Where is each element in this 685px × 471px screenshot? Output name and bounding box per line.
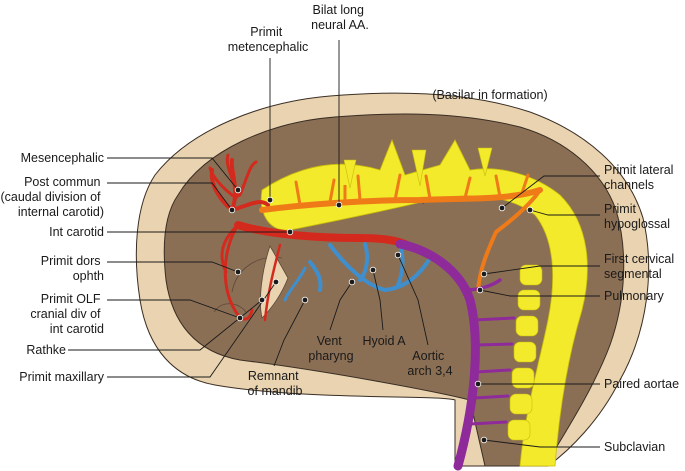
maxillary-artery bbox=[263, 243, 282, 322]
label-post-commun: Post commun (caudal division of internal… bbox=[0, 175, 104, 219]
lateral-channel-branches bbox=[294, 173, 530, 207]
vent-pharyng-artery bbox=[283, 266, 307, 302]
label-pulmonary: Pulmonary bbox=[604, 289, 664, 303]
segmental-arteries bbox=[468, 316, 516, 426]
label-hyoid-a: Hyoid A bbox=[362, 334, 406, 348]
label-basilar: (Basilar in formation) bbox=[432, 88, 547, 102]
label-first-cervical: First cervical segmental bbox=[604, 252, 678, 281]
label-int-carotid: Int carotid bbox=[49, 225, 104, 239]
label-mesencephalic: Mesencephalic bbox=[21, 151, 104, 165]
spinal-segments bbox=[507, 264, 543, 441]
hypoglossal-artery bbox=[476, 188, 542, 292]
label-primit-hypoglossal: Primit hypoglossal bbox=[604, 202, 670, 231]
label-aortic-arch: Aortic arch 3,4 bbox=[407, 349, 452, 378]
label-primit-lateral-channels: Primit lateral channels bbox=[604, 163, 677, 192]
label-primit-dors-ophth: Primit dors ophth bbox=[41, 254, 104, 283]
leader-lines bbox=[68, 40, 600, 448]
label-primit-metencephalic: Primit metencephalic bbox=[228, 25, 309, 54]
label-primit-olf: Primit OLF cranial div of int carotid bbox=[30, 292, 104, 336]
label-bilat-long-neural: Bilat long neural AA. bbox=[311, 3, 369, 32]
olf-artery bbox=[223, 223, 254, 321]
paired-aortae bbox=[395, 239, 480, 471]
pulmonary-artery bbox=[464, 278, 502, 292]
label-vent-pharyng: Vent pharyng bbox=[308, 334, 353, 363]
label-subclavian: Subclavian bbox=[604, 440, 665, 454]
label-rathke: Rathke bbox=[26, 343, 66, 357]
neural-tube bbox=[260, 138, 588, 467]
neural-tube-upper-branches bbox=[343, 147, 493, 189]
label-dots bbox=[228, 186, 534, 444]
int-carotid-artery bbox=[234, 221, 409, 248]
label-paired-aortae: Paired aortae bbox=[604, 377, 679, 391]
label-primit-maxillary: Primit maxillary bbox=[19, 370, 104, 384]
label-remnant-mandib: Remnant of mandib bbox=[248, 369, 303, 398]
aortic-arches bbox=[308, 242, 432, 293]
